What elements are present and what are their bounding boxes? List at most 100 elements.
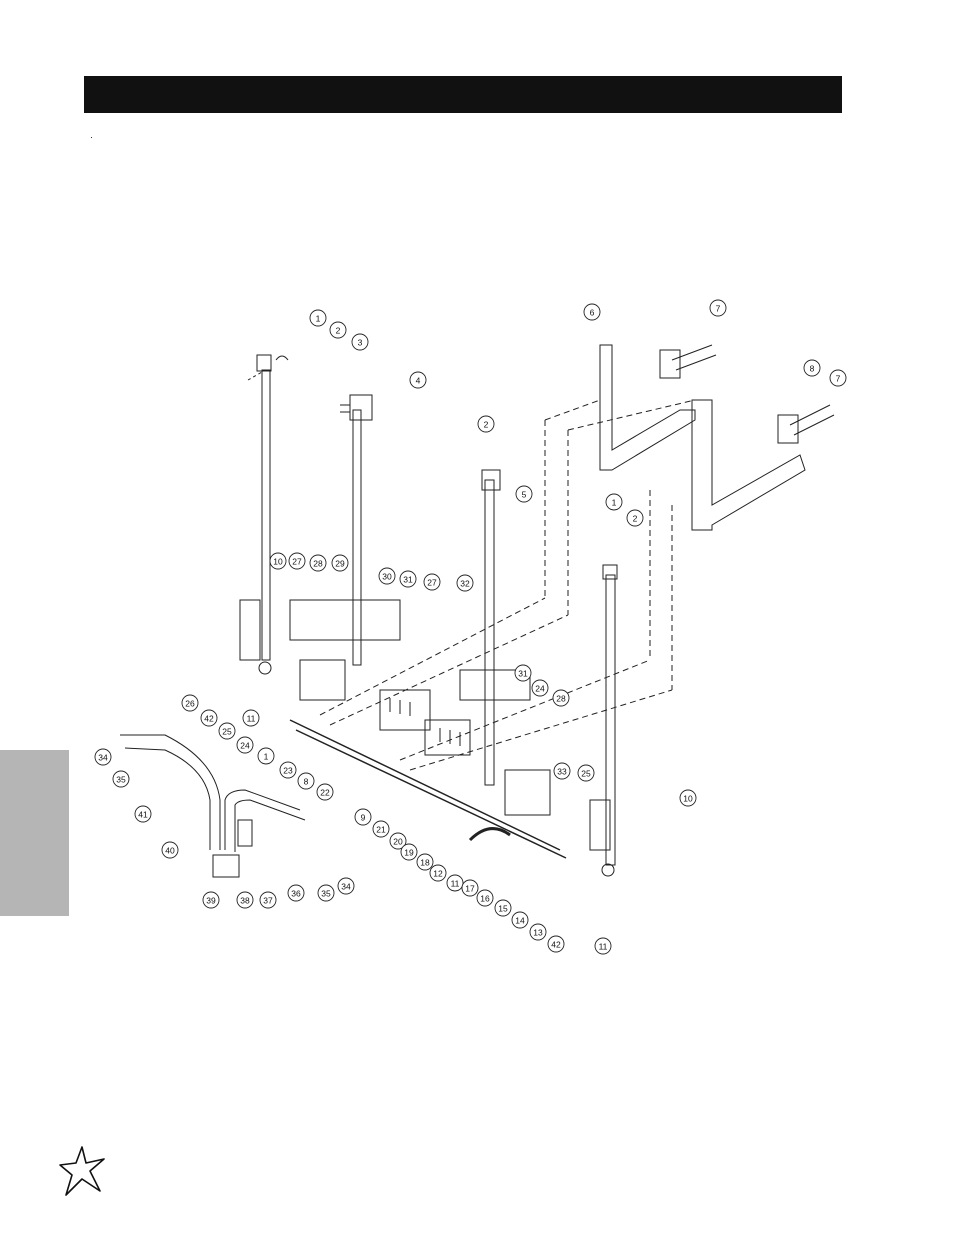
callout-26: 26 bbox=[181, 694, 199, 712]
svg-text:35: 35 bbox=[116, 775, 126, 785]
callout-14: 14 bbox=[511, 911, 529, 929]
callout-11: 11 bbox=[446, 874, 464, 892]
callout-34: 34 bbox=[94, 748, 112, 766]
svg-text:33: 33 bbox=[557, 767, 567, 777]
callout-35: 35 bbox=[317, 884, 335, 902]
svg-text:30: 30 bbox=[382, 572, 392, 582]
callout-15: 15 bbox=[494, 899, 512, 917]
callout-6: 6 bbox=[583, 303, 601, 321]
svg-text:14: 14 bbox=[515, 916, 525, 926]
svg-text:11: 11 bbox=[247, 714, 256, 724]
svg-text:2: 2 bbox=[633, 514, 638, 524]
callout-8: 8 bbox=[297, 772, 315, 790]
bolts bbox=[389, 698, 461, 746]
callout-8: 8 bbox=[803, 359, 821, 377]
callout-39: 39 bbox=[202, 891, 220, 909]
svg-text:36: 36 bbox=[291, 889, 301, 899]
callout-2: 2 bbox=[626, 509, 644, 527]
svg-text:8: 8 bbox=[810, 364, 815, 374]
callout-22: 22 bbox=[316, 783, 334, 801]
svg-text:1: 1 bbox=[264, 752, 269, 762]
left-mount-plate bbox=[239, 599, 261, 661]
right-crossbar bbox=[459, 669, 531, 701]
svg-text:29: 29 bbox=[335, 559, 345, 569]
callout-12: 12 bbox=[429, 864, 447, 882]
svg-text:11: 11 bbox=[451, 879, 460, 889]
left-upright-tube bbox=[261, 369, 271, 661]
svg-text:31: 31 bbox=[403, 575, 413, 585]
plate-20 bbox=[424, 719, 471, 756]
callout-18: 18 bbox=[416, 853, 434, 871]
svg-text:1: 1 bbox=[316, 314, 321, 324]
callout-10: 10 bbox=[679, 789, 697, 807]
svg-text:26: 26 bbox=[185, 699, 195, 709]
svg-text:31: 31 bbox=[518, 669, 528, 679]
svg-text:2: 2 bbox=[336, 326, 341, 336]
svg-text:25: 25 bbox=[222, 727, 232, 737]
svg-text:2: 2 bbox=[484, 420, 489, 430]
callout-24: 24 bbox=[531, 679, 549, 697]
svg-text:20: 20 bbox=[393, 837, 403, 847]
title-bar bbox=[84, 76, 842, 113]
svg-text:32: 32 bbox=[460, 579, 470, 589]
callout-7: 7 bbox=[709, 299, 727, 317]
callout-19: 19 bbox=[400, 843, 418, 861]
svg-text:10: 10 bbox=[273, 557, 283, 567]
callout-30: 30 bbox=[378, 567, 396, 585]
svg-text:28: 28 bbox=[313, 559, 323, 569]
callout-9: 9 bbox=[354, 808, 372, 826]
callout-11: 11 bbox=[594, 937, 612, 955]
callout-23: 23 bbox=[279, 761, 297, 779]
callout-32: 32 bbox=[456, 574, 474, 592]
callout-40: 40 bbox=[161, 841, 179, 859]
right-upright-tube bbox=[484, 479, 495, 786]
svg-text:19: 19 bbox=[404, 848, 414, 858]
upper-crossbar bbox=[289, 599, 401, 641]
callout-21: 21 bbox=[372, 820, 390, 838]
center-upright-tube bbox=[352, 409, 362, 666]
svg-text:9: 9 bbox=[361, 813, 366, 823]
right-mount-plate bbox=[589, 799, 611, 851]
callout-25: 25 bbox=[577, 764, 595, 782]
callout-25: 25 bbox=[218, 722, 236, 740]
left-hub bbox=[299, 659, 346, 701]
callout-3: 3 bbox=[351, 333, 369, 351]
callout-2: 2 bbox=[477, 415, 495, 433]
callout-16: 16 bbox=[476, 889, 494, 907]
svg-text:6: 6 bbox=[590, 308, 595, 318]
hose-12 bbox=[468, 827, 511, 842]
callout-37: 37 bbox=[259, 891, 277, 909]
callout-28: 28 bbox=[552, 689, 570, 707]
svg-text:12: 12 bbox=[433, 869, 443, 879]
callout-7: 7 bbox=[829, 369, 847, 387]
callout-29: 29 bbox=[331, 554, 349, 572]
handle-bar-lower bbox=[224, 789, 306, 852]
callout-1: 1 bbox=[309, 309, 327, 327]
callout-10: 10 bbox=[269, 552, 287, 570]
plate-9 bbox=[379, 689, 431, 731]
svg-text:39: 39 bbox=[206, 896, 216, 906]
caster-right bbox=[601, 863, 615, 877]
svg-text:25: 25 bbox=[581, 769, 591, 779]
callout-35: 35 bbox=[112, 770, 130, 788]
svg-text:18: 18 bbox=[420, 858, 430, 868]
svg-text:41: 41 bbox=[138, 810, 148, 820]
svg-text:38: 38 bbox=[240, 896, 250, 906]
callout-13: 13 bbox=[529, 923, 547, 941]
callout-42: 42 bbox=[200, 709, 218, 727]
clip-2-left bbox=[275, 355, 289, 361]
svg-text:1: 1 bbox=[612, 498, 617, 508]
parts-drawing bbox=[120, 344, 835, 878]
svg-text:42: 42 bbox=[204, 714, 214, 724]
svg-text:24: 24 bbox=[535, 684, 545, 694]
callout-31: 31 bbox=[399, 570, 417, 588]
callout-33: 33 bbox=[553, 762, 571, 780]
callout-27: 27 bbox=[423, 573, 441, 591]
svg-text:40: 40 bbox=[165, 846, 175, 856]
svg-text:24: 24 bbox=[240, 741, 250, 751]
svg-text:34: 34 bbox=[98, 753, 108, 763]
callout-24: 24 bbox=[236, 736, 254, 754]
svg-text:28: 28 bbox=[556, 694, 566, 704]
